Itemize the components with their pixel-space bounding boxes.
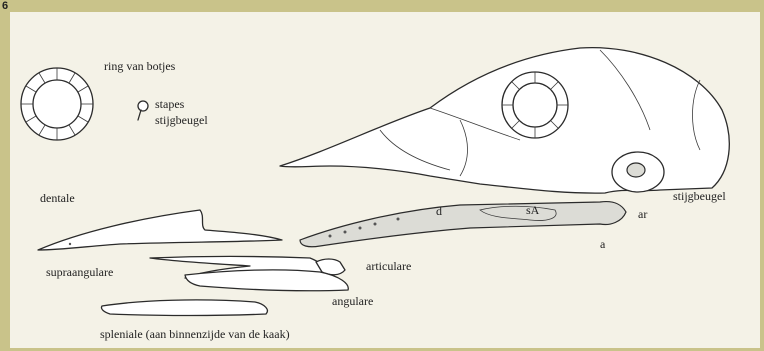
skull [280,48,729,194]
label-sa: sA [526,204,539,216]
label-ar: ar [638,208,647,220]
spleniale-bone [101,300,267,316]
label-ring-of-bones: ring van botjes [104,60,175,72]
label-stijgbeugel: stijgbeugel [155,114,208,126]
label-articulare: articulare [366,260,411,272]
label-spleniale: spleniale (aan binnenzijde van de kaak) [100,328,290,340]
label-supraangulare: supraangulare [46,266,113,278]
assembled-jaw [300,202,626,247]
label-a: a [600,238,605,250]
label-angulare: angulare [332,295,373,307]
label-stapes: stapes [155,98,184,110]
label-d: d [436,205,442,217]
dentale-bone [38,210,282,250]
label-dentale: dentale [40,192,75,204]
ring-of-bones [21,68,93,140]
angulare-bone [185,270,348,291]
stapes-bone [138,101,148,120]
label-stijgbeugel-right: stijgbeugel [673,190,726,202]
